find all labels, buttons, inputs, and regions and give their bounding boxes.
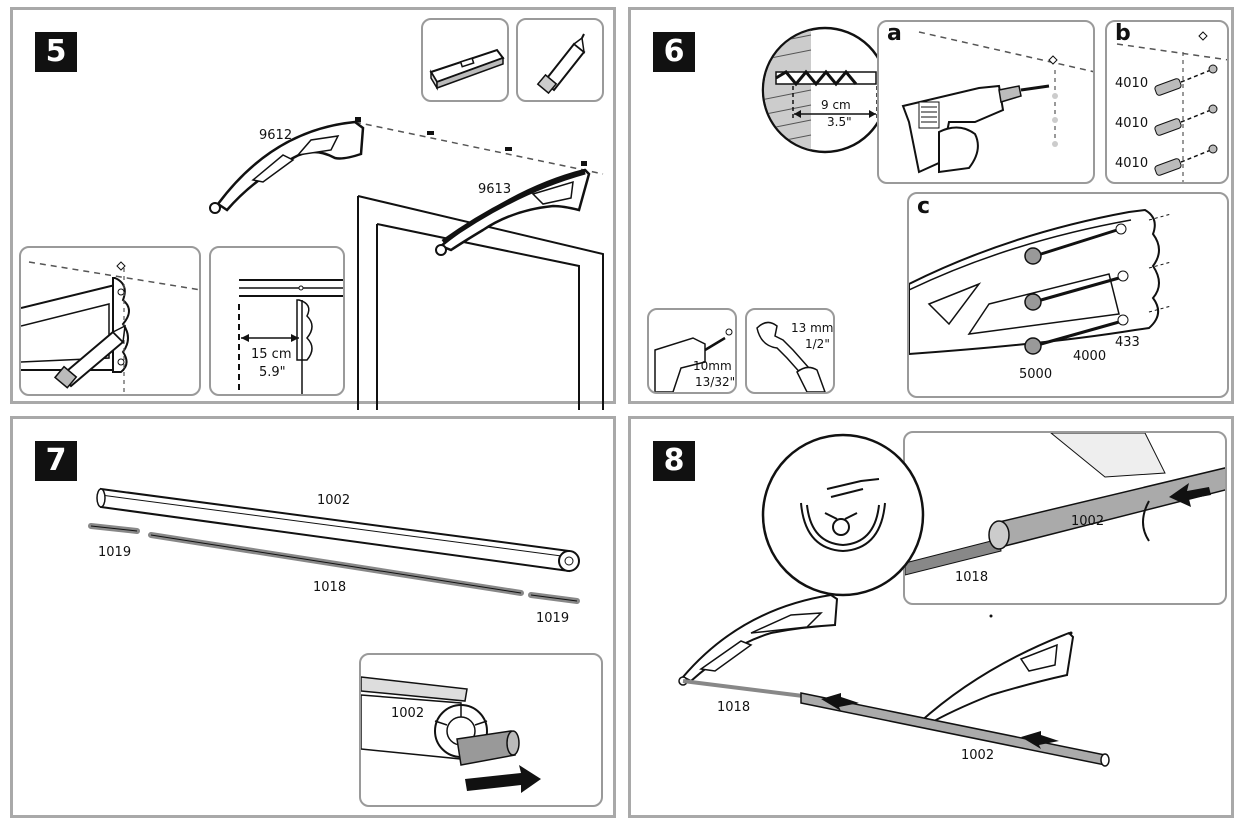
tool-pencil-box bbox=[516, 18, 604, 102]
step-5-main-diagram bbox=[209, 117, 604, 410]
tool-spirit-level-box bbox=[421, 18, 509, 102]
wrench-icon bbox=[756, 321, 826, 392]
sub-label-a: a bbox=[887, 21, 902, 46]
detail-label-1018: 1018 bbox=[955, 570, 989, 585]
part-label-9613: 9613 bbox=[478, 182, 512, 197]
sub-label-b: b bbox=[1115, 21, 1131, 46]
screw-icon bbox=[1024, 261, 1172, 311]
bracket-right bbox=[916, 614, 1075, 727]
measurement-metric: 15 cm bbox=[251, 347, 292, 362]
step-number: 5 bbox=[35, 32, 77, 72]
profile-1002-main bbox=[800, 692, 1110, 767]
bracket-9613 bbox=[435, 168, 591, 256]
step-8-assembly-diagram bbox=[678, 593, 1110, 767]
detail-measurement: 15 cm 5.9" bbox=[209, 246, 345, 396]
bracket-9612 bbox=[209, 120, 365, 214]
part-label-1019-right: 1019 bbox=[536, 611, 570, 626]
hardware-label-5000: 5000 bbox=[1019, 367, 1053, 382]
step-number: 8 bbox=[653, 441, 695, 481]
sub-label-c: c bbox=[917, 194, 931, 219]
drill-bit-icon bbox=[654, 328, 733, 392]
rod-1018 bbox=[148, 532, 524, 596]
measurement-imperial: 5.9" bbox=[259, 365, 286, 380]
plug-label: 4010 bbox=[1115, 116, 1149, 131]
pencil-icon bbox=[536, 33, 586, 95]
part-label-1002-main: 1002 bbox=[961, 748, 995, 763]
detail-rod-insertion: 1002 bbox=[359, 653, 603, 807]
detail-b-plugs: 4010 4010 4010 bbox=[1105, 20, 1229, 184]
hardware-label-4000: 4000 bbox=[1073, 349, 1107, 364]
part-label-9612: 9612 bbox=[259, 128, 293, 143]
profile-cross-section-magnifier bbox=[761, 433, 925, 597]
profile-1002 bbox=[96, 487, 580, 573]
drill-bit-imperial: 13/32" bbox=[695, 375, 736, 389]
bracket-left bbox=[678, 593, 839, 686]
measurement-detail-diagram bbox=[238, 279, 343, 394]
step-7-panel: 7 1002 1019 1018 1019 bbox=[10, 416, 616, 818]
rod-1019-right bbox=[528, 592, 580, 604]
arrow-left-icon bbox=[1021, 731, 1059, 749]
plug-icon bbox=[1154, 64, 1218, 96]
step-number: 6 bbox=[653, 32, 695, 72]
plug-icon bbox=[1154, 104, 1218, 136]
arrow-right-icon bbox=[465, 765, 541, 793]
detail-c-screws: 433 4000 5000 bbox=[907, 192, 1229, 398]
detail-a-drilling bbox=[877, 20, 1095, 184]
plug-label: 4010 bbox=[1115, 156, 1149, 171]
part-label-1002: 1002 bbox=[317, 493, 351, 508]
drill-icon bbox=[901, 31, 1093, 174]
wrench-metric: 13 mm bbox=[791, 321, 834, 335]
part-label-1019-left: 1019 bbox=[98, 545, 132, 560]
arrow-left-icon bbox=[1169, 483, 1211, 507]
detail-label-1002: 1002 bbox=[1071, 514, 1105, 529]
drill-depth-magnifier bbox=[761, 26, 889, 154]
detail-marking bbox=[19, 246, 201, 396]
drill-depth-metric: 9 cm bbox=[821, 98, 851, 112]
detail-profile-slide: 1002 1018 bbox=[903, 431, 1227, 605]
part-label-1018: 1018 bbox=[313, 580, 347, 595]
step-8-panel: 8 1018 1002 bbox=[628, 416, 1234, 818]
screw-assembly-diagram bbox=[909, 208, 1172, 356]
step-5-panel: 5 bbox=[10, 7, 616, 410]
marking-detail-diagram bbox=[21, 261, 199, 394]
profile-slide-diagram bbox=[905, 433, 1225, 576]
drill-depth-imperial: 3.5" bbox=[827, 115, 852, 129]
pencil-icon bbox=[53, 324, 126, 389]
drill-bit-metric: 10mm bbox=[693, 359, 732, 373]
screw-icon bbox=[1024, 213, 1172, 265]
plug-label: 4010 bbox=[1115, 76, 1149, 91]
part-label-1018-main: 1018 bbox=[717, 700, 751, 715]
step-number: 7 bbox=[35, 441, 77, 481]
step-6-panel: 6 9 cm 3.5" bbox=[628, 7, 1234, 404]
rod-end bbox=[456, 730, 520, 766]
detail-label-1002: 1002 bbox=[391, 706, 425, 721]
rod-insertion-diagram bbox=[361, 676, 541, 793]
hardware-label-433: 433 bbox=[1115, 335, 1140, 350]
spirit-level-icon bbox=[429, 48, 505, 91]
tool-wrench-box: 13 mm 1/2" bbox=[745, 308, 835, 394]
plug-icon bbox=[1154, 144, 1218, 176]
arrow-left-icon bbox=[821, 693, 859, 711]
tool-drill-bit-box: 10mm 13/32" bbox=[647, 308, 737, 394]
rod-1019-left bbox=[88, 523, 140, 534]
step-7-parts-diagram bbox=[88, 487, 580, 604]
wrench-imperial: 1/2" bbox=[805, 337, 830, 351]
wall-plugs-diagram bbox=[1116, 31, 1227, 182]
screw-icon bbox=[1024, 305, 1172, 355]
